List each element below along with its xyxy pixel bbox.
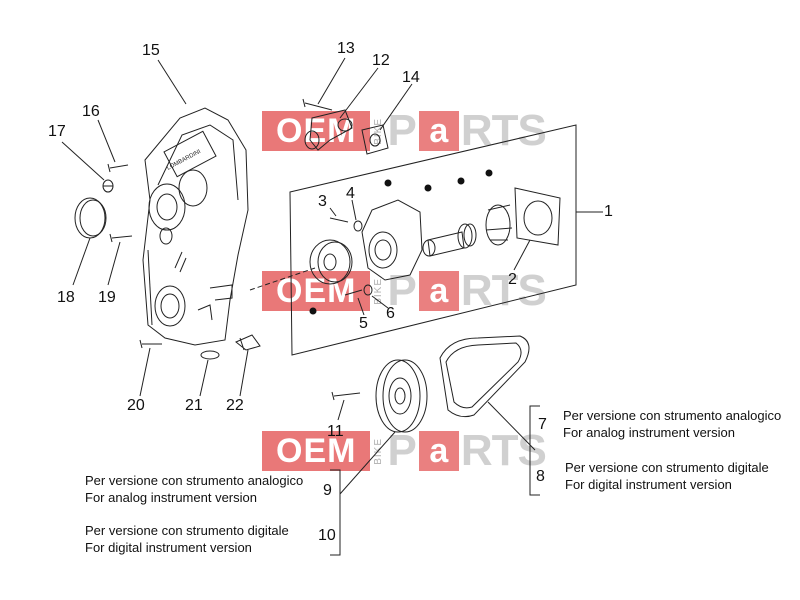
callout-5: 5: [359, 315, 368, 332]
callout-3: 3: [318, 193, 327, 210]
watermark-parts: P a RTS: [387, 426, 546, 475]
watermark: OEM BIKE P a RTS: [262, 426, 547, 475]
leader-3: [329, 207, 337, 217]
callout-14: 14: [402, 69, 420, 86]
callout-16: 16: [82, 103, 100, 120]
note-9-line1: Per versione con strumento analogico: [85, 473, 304, 488]
pulley-screw: [331, 391, 361, 401]
callout-17: 17: [48, 123, 66, 140]
callout-13: 13: [337, 40, 355, 57]
leader-4: [351, 199, 357, 221]
callout-2: 2: [508, 271, 517, 288]
leader-belt: [487, 401, 536, 451]
callout-19: 19: [98, 289, 116, 306]
callout-10: 10: [318, 527, 336, 544]
leader-2: [513, 239, 531, 271]
pump-group-box: [289, 124, 577, 356]
note-8-line1: Per versione con strumento digitale: [565, 460, 769, 475]
leader-18: [72, 237, 91, 286]
cover-brand-label: LOMBARDINI: [166, 149, 202, 172]
callout-18: 18: [57, 289, 75, 306]
leader-13: [317, 57, 346, 105]
callout-20: 20: [127, 397, 145, 414]
leader-19: [107, 241, 121, 286]
pump-impeller: [485, 204, 513, 246]
washer: [200, 350, 220, 360]
watermark-parts: P a RTS: [387, 106, 546, 155]
bracket-7-8: [529, 405, 540, 496]
union-fitting: [304, 109, 353, 151]
bullet-marker: [424, 184, 432, 192]
bullet-marker: [457, 177, 465, 185]
pump-body: [361, 199, 423, 281]
note-7: Per versione con strumento analogico For…: [563, 407, 781, 441]
watermark: OEM BIKE P a RTS: [262, 266, 547, 315]
note-9-line2: For analog instrument version: [85, 490, 257, 505]
union-bolt: [302, 98, 333, 111]
note-9: Per versione con strumento analogico For…: [85, 472, 303, 506]
leader-6: [371, 295, 389, 309]
plug: [102, 179, 114, 193]
note-7-line1: Per versione con strumento analogico: [563, 408, 782, 423]
cap: [74, 197, 107, 239]
note-7-line2: For analog instrument version: [563, 425, 735, 440]
screw: [344, 289, 363, 296]
note-10-line2: For digital instrument version: [85, 540, 252, 555]
callout-9: 9: [323, 482, 332, 499]
leader-20: [139, 347, 151, 397]
note-8: Per versione con strumento digitale For …: [565, 459, 769, 493]
watermark-oem: OEM: [262, 431, 371, 471]
screw: [329, 217, 349, 223]
screw: [139, 339, 162, 349]
leader-15: [157, 59, 187, 105]
pump-gear: [309, 239, 353, 285]
callout-15: 15: [142, 42, 160, 59]
callout-21: 21: [185, 397, 203, 414]
bullet-marker: [384, 179, 392, 187]
note-8-line2: For digital instrument version: [565, 477, 732, 492]
washer: [363, 284, 373, 296]
bracket-9-10: [330, 469, 341, 556]
leader-pulley: [339, 431, 396, 495]
washer: [353, 220, 363, 232]
callout-8: 8: [536, 468, 545, 485]
bullet-marker: [309, 307, 317, 315]
callout-1: 1: [604, 203, 613, 220]
axis-line: [249, 267, 316, 291]
leader-22: [239, 349, 249, 397]
callout-22: 22: [226, 397, 244, 414]
note-10: Per versione con strumento digitale For …: [85, 522, 289, 556]
drive-belt: [439, 335, 530, 418]
watermark-parts: P a RTS: [387, 266, 546, 315]
screw: [109, 233, 133, 243]
pump-seal: [457, 223, 477, 249]
leader-11: [337, 399, 345, 421]
leader-5: [357, 297, 365, 316]
callout-4: 4: [346, 185, 355, 202]
leader-21: [199, 359, 209, 397]
pulley: [375, 359, 428, 433]
leader-14: [379, 83, 413, 131]
leader-12: [339, 67, 379, 119]
timing-cover: [142, 107, 249, 346]
leader-17: [61, 141, 105, 181]
leader-16: [97, 119, 116, 163]
note-10-line1: Per versione con strumento digitale: [85, 523, 289, 538]
screw: [107, 163, 129, 173]
watermark-oem: OEM: [262, 271, 371, 311]
callout-6: 6: [386, 305, 395, 322]
clip: [235, 334, 261, 351]
callout-11: 11: [327, 423, 344, 440]
gasket: [361, 124, 389, 155]
callout-7: 7: [538, 416, 547, 433]
bullet-marker: [485, 169, 493, 177]
callout-12: 12: [372, 52, 390, 69]
pump-cover-plate: [514, 187, 561, 246]
